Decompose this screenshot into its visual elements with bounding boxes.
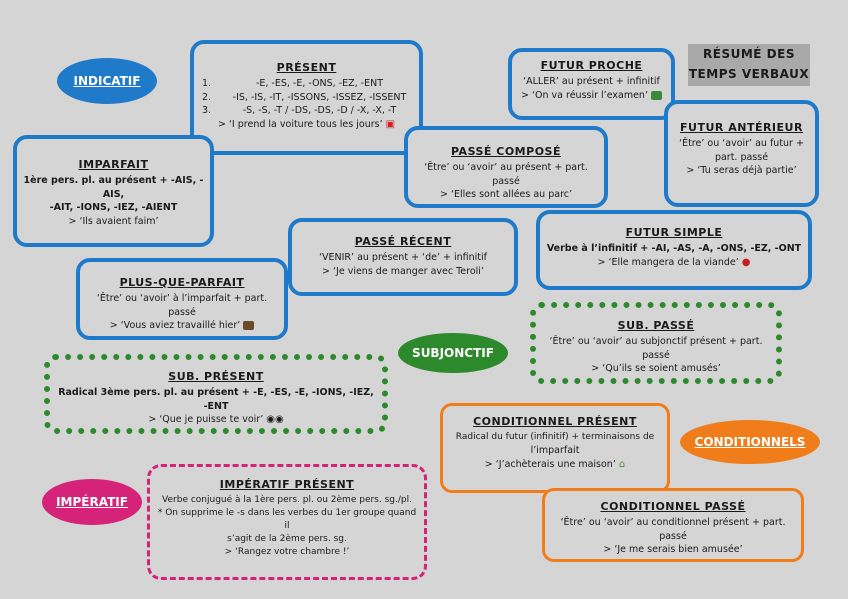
subjonctif-label: SUBJONCTIF — [398, 333, 508, 373]
futur-proche-example-text: > ‘On va réussir l’examen’ — [521, 89, 648, 101]
passe-compose-box: PASSÉ COMPOSÉ ‘Être’ ou ‘avoir’ au prése… — [404, 126, 608, 208]
imperatif-present-box: IMPÉRATIF PRÉSENT Verbe conjugué à la 1è… — [147, 464, 427, 580]
sub-present-box: SUB. PRÉSENT Radical 3ème pers. pl. au p… — [44, 354, 388, 434]
imparfait-title: IMPARFAIT — [78, 158, 149, 171]
futur-anterieur-example: > ‘Tu seras déjà partie’ — [686, 165, 797, 177]
imperatif-present-example: > ‘Rangez votre chambre !’ — [224, 547, 350, 558]
futur-simple-box: FUTUR SIMPLE Verbe à l’infinitif + -AI, … — [536, 210, 812, 290]
futur-anterieur-box: FUTUR ANTÉRIEUR ‘Être’ ou ‘avoir’ au fut… — [664, 100, 819, 207]
present-box: PRÉSENT 1. -E, -ES, -E, -ONS, -EZ, -ENT … — [190, 40, 423, 155]
plus-que-parfait-box: PLUS-QUE-PARFAIT ‘Être’ ou ‘avoir’ à l’i… — [76, 258, 288, 340]
conditionnel-present-rule1: Radical du futur (infinitif) + terminais… — [455, 431, 655, 442]
passe-recent-title: PASSÉ RÉCENT — [354, 235, 452, 248]
present-row-text: -IS, -IS, -IT, -ISSONS, -ISSEZ, -ISSENT — [232, 91, 407, 103]
imparfait-example: > ‘Ils avaient faim’ — [68, 216, 159, 228]
sub-present-example-text: > ‘Que je puisse te voir’ — [148, 414, 264, 426]
futur-proche-box: FUTUR PROCHE ‘ALLER’ au présent + infini… — [508, 48, 675, 120]
shoe-icon: ● — [741, 256, 751, 268]
house-icon: ⌂ — [618, 458, 626, 470]
sub-passe-example: > ‘Qu’ils se soient amusés’ — [591, 363, 721, 375]
page-title-line1: RÉSUMÉ DES — [703, 47, 795, 61]
present-row: 3. -S, -S, -T / -DS, -DS, -D / -X, -X, -… — [200, 104, 413, 118]
present-row-text: -E, -ES, -E, -ONS, -EZ, -ENT — [255, 77, 384, 89]
passe-recent-example: > ‘Je viens de manger avec Teroli’ — [322, 265, 484, 277]
sub-passe-box: SUB. PASSÉ ‘Être’ ou ‘avoir’ au subjonct… — [530, 302, 782, 384]
present-row-text: -S, -S, -T / -DS, -DS, -D / -X, -X, -T — [242, 105, 397, 117]
futur-proche-example: > ‘On va réussir l’examen’ — [518, 89, 665, 103]
present-row-num: 3. — [202, 105, 212, 117]
briefcase-icon — [243, 321, 255, 331]
sub-present-rule: Radical 3ème pers. pl. au présent + -E, … — [58, 386, 374, 412]
futur-simple-example: > ‘Elle mangera de la viande’● — [546, 256, 802, 271]
sub-present-example: > ‘Que je puisse te voir’◉◉ — [56, 413, 376, 428]
imparfait-box: IMPARFAIT 1ère pers. pl. au présent + -A… — [13, 135, 214, 247]
present-example-text: > ‘I prend la voiture tous les jours’ — [217, 119, 383, 131]
sub-present-title: SUB. PRÉSENT — [168, 370, 264, 383]
conditionnel-passe-title: CONDITIONNEL PASSÉ — [600, 500, 746, 513]
imperatif-present-note1: * On supprime le -s dans les verbes du 1… — [157, 507, 417, 532]
futur-simple-rule: Verbe à l’infinitif + -AI, -AS, -A, -ONS… — [546, 242, 802, 254]
futur-anterieur-rule1: ‘Être’ ou ‘avoir’ au futur + — [679, 137, 804, 149]
futur-anterieur-rule2: part. passé — [714, 151, 769, 163]
passe-recent-box: PASSÉ RÉCENT ‘VENIR’ au présent + ‘de’ +… — [288, 218, 518, 296]
eyes-icon: ◉◉ — [266, 414, 284, 426]
imperatif-present-rule: Verbe conjugué à la 1ère pers. pl. ou 2è… — [162, 494, 412, 505]
conditionnels-label: CONDITIONNELS — [680, 420, 820, 464]
imperatif-label: IMPÉRATIF — [42, 479, 142, 525]
page-title-line2: TEMPS VERBAUX — [688, 67, 810, 81]
sub-passe-title: SUB. PASSÉ — [617, 319, 695, 332]
imperatif-present-title: IMPÉRATIF PRÉSENT — [219, 478, 355, 491]
conditionnel-present-rule2: l’imparfait — [530, 444, 580, 456]
sub-passe-rule: ‘Être’ ou ‘avoir’ au subjonctif présent … — [549, 335, 763, 361]
present-row-num: 1. — [202, 77, 212, 89]
present-row: 2. -IS, -IS, -IT, -ISSONS, -ISSEZ, -ISSE… — [200, 91, 413, 105]
books-icon — [650, 90, 662, 100]
present-row-num: 2. — [202, 91, 212, 103]
plus-que-parfait-example-text: > ‘Vous aviez travaillé hier’ — [109, 320, 241, 332]
conditionnel-passe-box: CONDITIONNEL PASSÉ ‘Être’ ou ‘avoir’ au … — [542, 488, 804, 562]
plus-que-parfait-example: > ‘Vous aviez travaillé hier’ — [86, 319, 278, 333]
imparfait-rule2: -AIT, -IONS, -IEZ, -AIENT — [49, 202, 178, 214]
present-title: PRÉSENT — [276, 61, 337, 74]
conditionnel-passe-example: > ‘Je me serais bien amusée’ — [603, 544, 743, 556]
futur-anterieur-title: FUTUR ANTÉRIEUR — [680, 121, 803, 134]
futur-proche-rule: ‘ALLER’ au présent + infinitif — [523, 75, 660, 87]
present-row: 1. -E, -ES, -E, -ONS, -EZ, -ENT — [200, 77, 413, 91]
futur-proche-title: FUTUR PROCHE — [540, 59, 643, 72]
indicatif-label: INDICATIF — [57, 58, 157, 104]
imparfait-rule1: 1ère pers. pl. au présent + -AIS, -AIS, — [23, 174, 204, 200]
passe-compose-rule: ‘Être’ ou ‘avoir’ au présent + part. pas… — [424, 161, 588, 187]
passe-compose-example: > ‘Elles sont allées au parc’ — [439, 189, 573, 201]
imperatif-present-note2: s’agit de la 2ème pers. sg. — [227, 534, 347, 545]
futur-simple-title: FUTUR SIMPLE — [625, 226, 723, 239]
conditionnel-present-example-text: > ‘J’achèterais une maison’ — [484, 458, 616, 470]
plus-que-parfait-title: PLUS-QUE-PARFAIT — [119, 276, 245, 289]
page-title: RÉSUMÉ DES TEMPS VERBAUX — [688, 44, 810, 86]
conditionnel-present-box: CONDITIONNEL PRÉSENT Radical du futur (i… — [440, 403, 670, 493]
conditionnel-present-title: CONDITIONNEL PRÉSENT — [473, 415, 637, 428]
conditionnel-present-example: > ‘J’achèterais une maison’⌂ — [449, 458, 661, 473]
plus-que-parfait-rule: ‘Être’ ou ‘avoir’ à l’imparfait + part. … — [96, 292, 268, 318]
present-example: > ‘I prend la voiture tous les jours’▣ — [200, 118, 413, 133]
passe-compose-title: PASSÉ COMPOSÉ — [451, 145, 561, 158]
car-icon: ▣ — [385, 119, 396, 131]
futur-simple-example-text: > ‘Elle mangera de la viande’ — [597, 256, 739, 268]
conditionnel-passe-rule: ‘Être’ ou ‘avoir’ au conditionnel présen… — [560, 516, 786, 542]
passe-recent-rule: ‘VENIR’ au présent + ‘de’ + infinitif — [319, 251, 487, 263]
